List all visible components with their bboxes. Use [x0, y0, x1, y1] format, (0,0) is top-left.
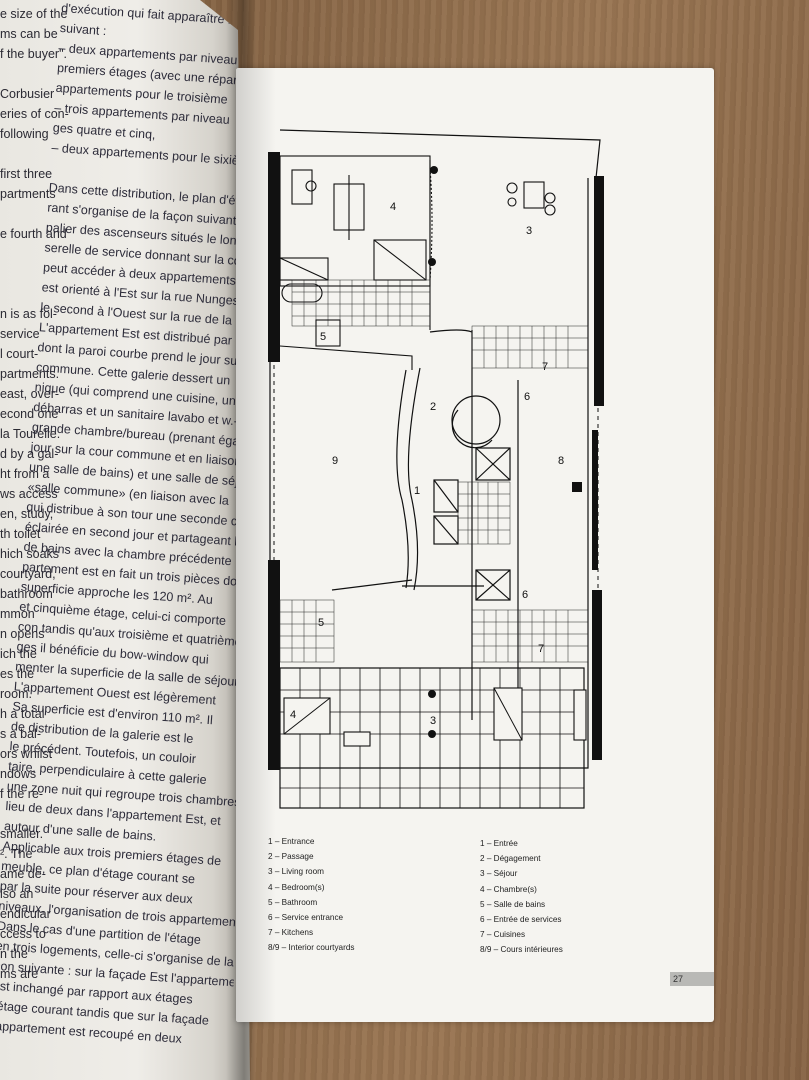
legend-item: 1 – Entrance	[268, 837, 315, 846]
text-line: s a bal-	[0, 727, 41, 741]
text-line: ndows	[0, 767, 37, 781]
text-line: mmon	[0, 607, 35, 621]
right-page	[236, 68, 714, 1022]
text-line: f the re-	[0, 787, 44, 801]
legend-item: 6 – Service entrance	[268, 913, 344, 923]
text-line: courtyard,	[0, 567, 56, 581]
legend-item: 5 – Salle de bains	[480, 899, 546, 909]
room-label: 2	[430, 401, 436, 413]
text-line: e size of the	[0, 7, 68, 21]
text-line: ms can be	[0, 27, 58, 41]
text-line: Corbusier	[0, 87, 55, 101]
room-label: 3	[526, 225, 532, 237]
text-line: ms are	[0, 967, 39, 981]
text-line: h a total	[0, 707, 45, 721]
text-line: th toilet	[0, 527, 41, 541]
legend-item: 6 – Entrée de services	[480, 915, 562, 925]
room-label: 1	[414, 485, 420, 497]
room-label: 7	[542, 361, 548, 373]
text-line: f the buyer".	[0, 47, 67, 61]
text-line: ws access	[0, 487, 58, 501]
text-line: d by a gal-	[0, 447, 59, 461]
legend-english: 1 – Entrance 2 – Passage 3 – Living room…	[268, 834, 354, 956]
text-line: lso an	[0, 887, 34, 901]
text-line: ors whilst	[0, 747, 53, 761]
legend-item: 7 – Cuisines	[480, 930, 526, 940]
floor-plan: 4 3 5 7 6 2 9 8 1 6 5 7 4 3	[268, 129, 604, 809]
text-line: ame de-	[0, 867, 46, 881]
legend-item: 7 – Kitchens	[268, 928, 314, 938]
legend-item: 3 – Séjour	[480, 869, 518, 879]
text-line: room.	[0, 687, 32, 701]
text-line: east, over-	[0, 387, 60, 401]
room-label: 4	[290, 709, 296, 721]
text-line: ich the	[0, 647, 37, 661]
text-line: en, study,	[0, 507, 54, 521]
legend-item: 4 – Bedroom(s)	[268, 882, 325, 892]
legend-item: 5 – Bathroom	[268, 897, 318, 907]
english-text-fragments: e size of the ms can be f the buyer". Co…	[0, 4, 70, 984]
text-line: ht from a	[0, 467, 50, 481]
legend-item: 2 – Passage	[268, 852, 314, 862]
text-line: econd one	[0, 407, 59, 421]
text-line: smaller.	[0, 827, 44, 841]
text-line: ². The	[0, 847, 33, 861]
room-label: 8	[558, 455, 564, 467]
text-line: first three	[0, 167, 53, 181]
room-label: 9	[332, 455, 338, 467]
text-line: n opens	[0, 627, 45, 641]
text-line: partments.	[0, 367, 60, 381]
text-line: following	[0, 127, 49, 141]
legend-item: 1 – Entrée	[480, 839, 518, 848]
room-label: 4	[390, 201, 396, 213]
text-line: l court-	[0, 347, 39, 361]
legend-french: 1 – Entrée 2 – Dégagement 3 – Séjour 4 –…	[480, 836, 563, 958]
legend-item: 4 – Chambre(s)	[480, 884, 537, 894]
room-label: 6	[522, 589, 528, 601]
room-label: 5	[320, 331, 326, 343]
text-line: n is as fol-	[0, 307, 57, 321]
page-number: 27	[670, 972, 714, 986]
text-line: bathroom	[0, 587, 53, 601]
text-line: es the	[0, 667, 35, 681]
legend-item: 8/9 – Interior courtyards	[268, 943, 355, 953]
text-line: la Tourelle.	[0, 427, 61, 441]
room-label: 7	[538, 643, 544, 655]
text-line: hich soaks	[0, 547, 60, 561]
left-page: e size of the ms can be f the buyer". Co…	[0, 0, 250, 1080]
text-line: n the	[0, 947, 28, 961]
text-line: endicular	[0, 907, 51, 921]
room-label: 3	[430, 715, 436, 727]
text-line: e fourth and	[0, 227, 67, 241]
legend-item: 8/9 – Cours intérieures	[480, 945, 563, 955]
room-label: 5	[318, 617, 324, 629]
legend-item: 3 – Living room	[268, 867, 324, 877]
text-line: eries of con-	[0, 107, 69, 121]
text-line: service	[0, 327, 40, 341]
room-label: 6	[524, 391, 530, 403]
text-line: partments	[0, 187, 56, 201]
legend-item: 2 – Dégagement	[480, 854, 541, 864]
text-line: ccess to	[0, 927, 46, 941]
